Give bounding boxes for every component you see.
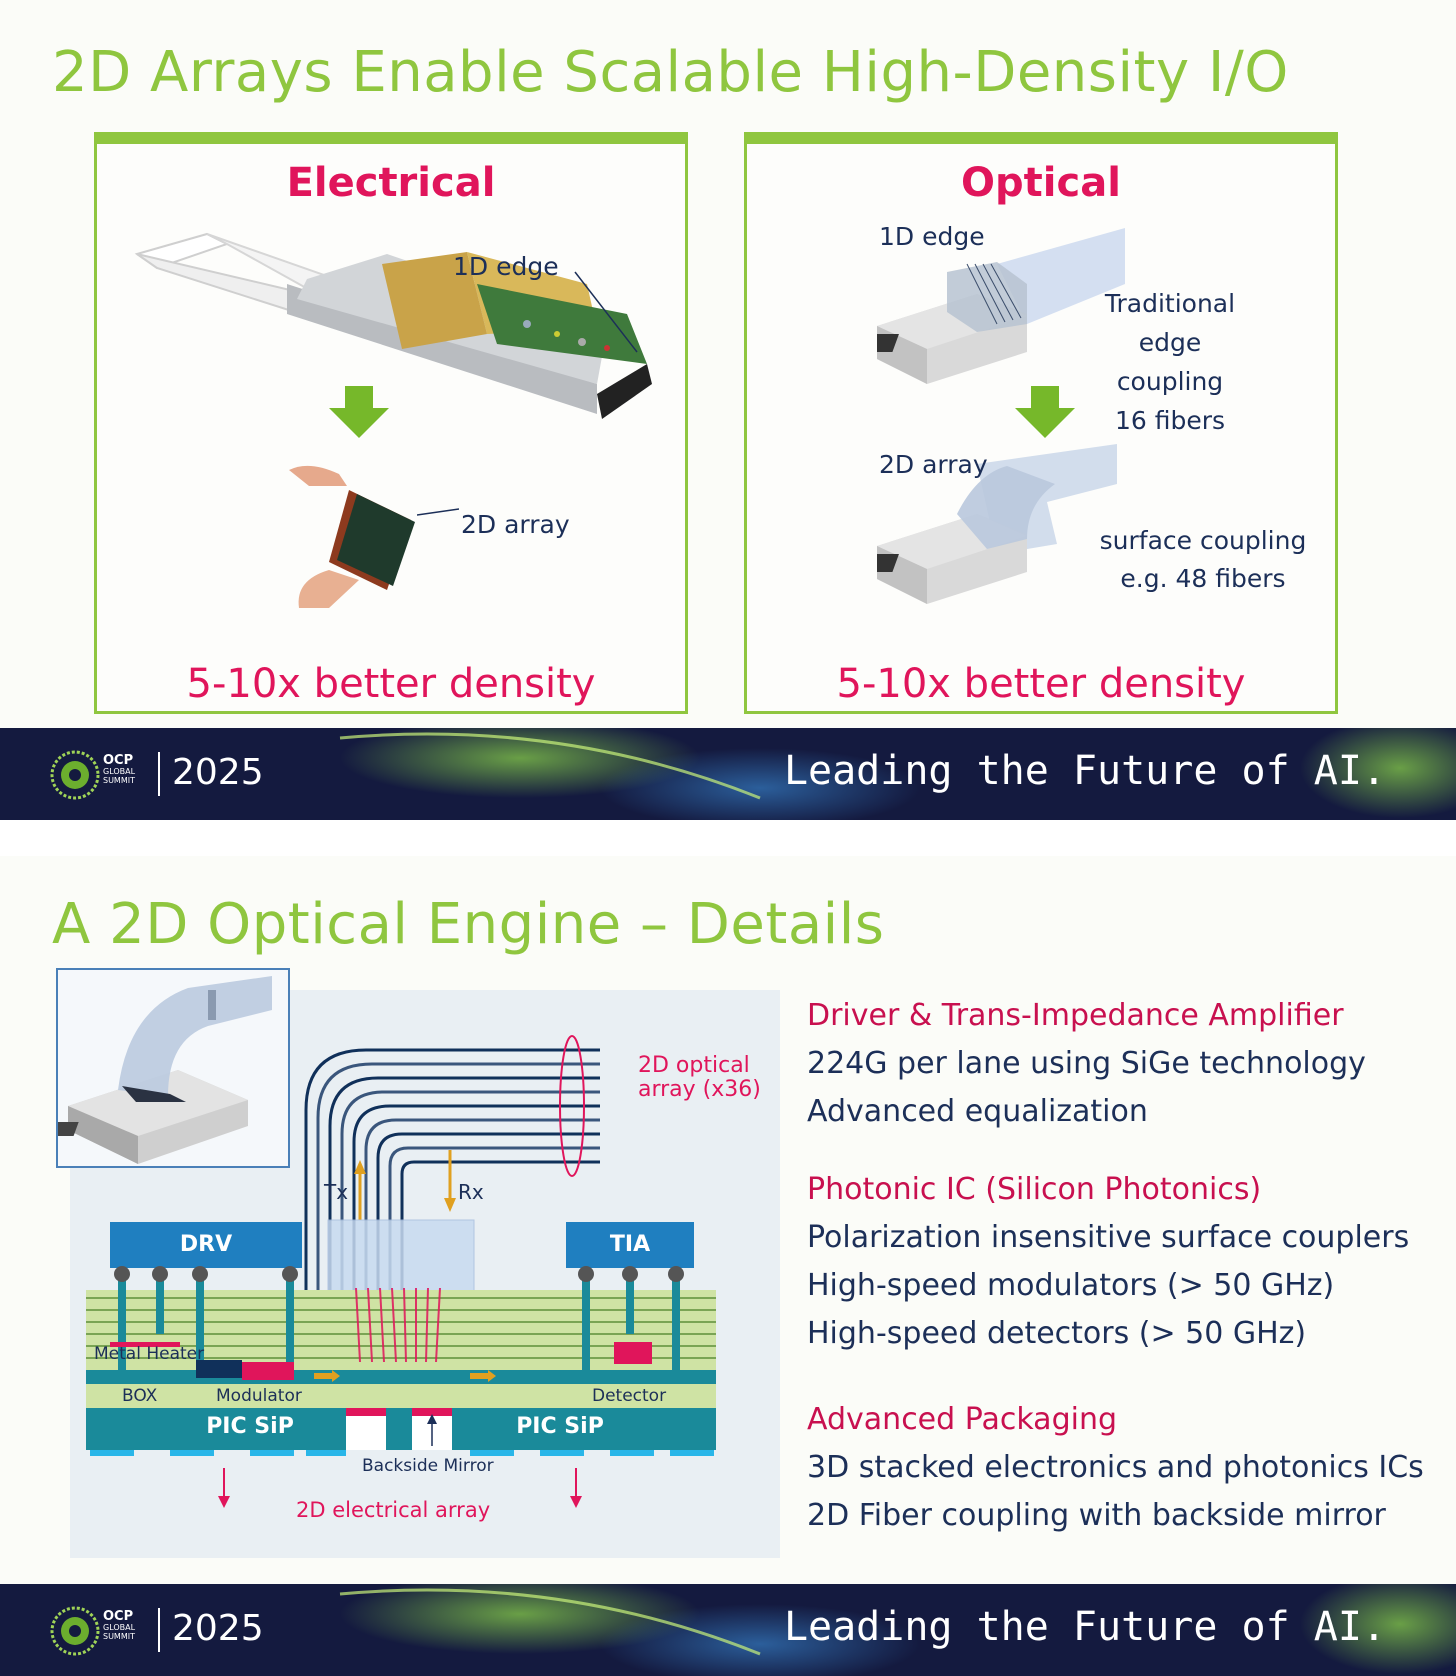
ocp-summit: SUMMIT (103, 776, 135, 785)
drv-chip-label: DRV (179, 1232, 233, 1257)
traditional-line: Traditional (1104, 289, 1236, 318)
optical-panel: Optical 1D edge Traditional edge couplin… (744, 132, 1338, 714)
optical-array-label: 2D optical array (x36) (638, 1054, 761, 1102)
pic-line-3: High-speed detectors (> 50 GHz) (807, 1316, 1307, 1351)
starfield-background (339, 728, 1456, 820)
metal-heater-label: Metal Heater (94, 1344, 205, 1364)
fiber-count-line: 16 fibers (1114, 406, 1226, 435)
footer-year: 2025 (172, 1608, 264, 1649)
footer-tagline: Leading the Future of AI. (783, 1604, 1386, 1650)
footer-divider (158, 1608, 160, 1652)
optical-array-line2: array (x36) (638, 1077, 761, 1102)
pic-line-1: Polarization insensitive surface coupler… (807, 1220, 1410, 1255)
footer-banner: OCP GLOBAL SUMMIT 2025 Leading the Futur… (0, 728, 1456, 820)
ocp-wordmark: OCP GLOBAL SUMMIT (103, 1610, 135, 1641)
ocp-brand: OCP (103, 753, 134, 768)
drv-tia-line-2: Advanced equalization (807, 1094, 1148, 1129)
ocp-brand: OCP (103, 1609, 134, 1624)
cross-section-graphic (86, 1035, 716, 1508)
optical-array-line1: 2D optical (638, 1053, 750, 1078)
modulator-label: Modulator (216, 1386, 302, 1406)
fiber-example-line: e.g. 48 fibers (1120, 564, 1286, 593)
optical-1d-edge-label: 1D edge (879, 222, 985, 251)
electrical-array-label: 2D electrical array (296, 1498, 491, 1522)
electrical-density-text: 5-10x better density (186, 661, 596, 707)
packaging-line-1: 3D stacked electronics and photonics ICs (807, 1450, 1424, 1485)
slide-title: 2D Arrays Enable Scalable High-Density I… (52, 40, 1289, 105)
tx-label: Tx (324, 1180, 349, 1204)
ocp-logo-icon (50, 1606, 100, 1656)
tia-chip-label: TIA (609, 1232, 651, 1257)
starfield-background (339, 1584, 1456, 1676)
footer-divider (158, 752, 160, 796)
optical-heading: Optical (961, 160, 1121, 206)
ocp-global: GLOBAL (103, 767, 136, 776)
optical-density-text: 5-10x better density (836, 661, 1246, 707)
traditional-coupling-note: Traditional edge coupling 16 fibers (1095, 284, 1245, 440)
optical-engine-3d-illustration (29, 976, 272, 1164)
electrical-heading: Electrical (286, 160, 496, 206)
packaging-line-2: 2D Fiber coupling with backside mirror (807, 1498, 1386, 1533)
pic-line-2: High-speed modulators (> 50 GHz) (807, 1268, 1335, 1303)
pointer-line (417, 508, 459, 516)
backside-mirror-label: Backside Mirror (362, 1456, 494, 1476)
surface-coupled-chip-illustration (877, 444, 1117, 604)
edge-line: edge (1138, 328, 1202, 357)
optical-engine-inset (29, 968, 290, 1168)
drv-tia-heading: Driver & Trans-Impedance Amplifier (807, 998, 1344, 1033)
drv-tia-line-1: 224G per lane using SiGe technology (807, 1046, 1366, 1081)
down-arrow-icon (329, 386, 389, 438)
down-arrow-icon (1015, 386, 1075, 438)
ocp-global: GLOBAL (103, 1623, 136, 1632)
electrical-2d-array-label: 2D array (461, 510, 570, 539)
slide-title: A 2D Optical Engine – Details (52, 892, 885, 957)
electrical-panel: Electrical 1D edge 2D a (94, 132, 688, 714)
edge-coupled-chip-illustration (877, 228, 1125, 384)
surface-coupling-note: surface coupling e.g. 48 fibers (1093, 522, 1313, 598)
ocp-logo-icon (50, 750, 100, 800)
slide-optical-engine: A 2D Optical Engine – Details (0, 856, 1456, 1676)
slide-density: 2D Arrays Enable Scalable High-Density I… (0, 0, 1456, 820)
surface-coupling-line: surface coupling (1099, 526, 1307, 555)
pic-left-label: PIC SiP (206, 1414, 294, 1439)
transceiver-module-illustration (134, 232, 652, 419)
electrical-1d-edge-label: 1D edge (453, 252, 559, 281)
2d-array-chip-illustration (289, 465, 415, 608)
ocp-wordmark: OCP GLOBAL SUMMIT (103, 754, 135, 785)
pic-heading: Photonic IC (Silicon Photonics) (807, 1172, 1262, 1207)
footer-tagline: Leading the Future of AI. (783, 748, 1386, 794)
rx-label: Rx (458, 1180, 484, 1204)
footer-year: 2025 (172, 752, 264, 793)
pic-right-label: PIC SiP (516, 1414, 604, 1439)
packaging-heading: Advanced Packaging (807, 1402, 1118, 1437)
footer-banner: OCP GLOBAL SUMMIT 2025 Leading the Futur… (0, 1584, 1456, 1676)
box-layer-label: BOX (122, 1386, 158, 1406)
ocp-summit: SUMMIT (103, 1632, 135, 1641)
coupling-line: coupling (1116, 367, 1224, 396)
detector-label: Detector (592, 1386, 667, 1406)
optical-2d-array-label: 2D array (879, 450, 988, 479)
